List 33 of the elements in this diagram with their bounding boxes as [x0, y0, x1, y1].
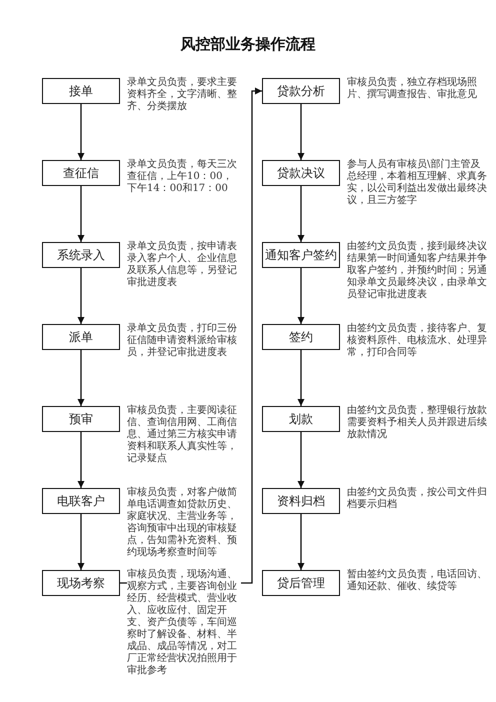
arrow [78, 186, 84, 242]
description-text: 审核员负责，现场沟通、观察方式，主要咨询创业经历、经营模式、营业收入、应收应付、固定开支、资产负债等，车间巡察时了解设备、材料、半成品、成品等情况，对工厂正常经营状况拍照用于审批参考 [127, 569, 241, 677]
arrow [78, 104, 84, 160]
process-box: 查征信 [42, 160, 120, 186]
arrow [78, 350, 84, 406]
arrow [298, 350, 304, 406]
arrow [298, 268, 304, 324]
process-box: 预审 [42, 406, 120, 432]
arrow [298, 186, 304, 242]
description-text: 由签约文员负责，接待客户、复核资料原件、电核流水、处理异常，打印合同等 [347, 323, 489, 359]
process-box: 贷款决议 [262, 160, 340, 186]
process-box: 系统录入 [42, 242, 120, 268]
title: 风控部业务操作流程 [180, 34, 316, 54]
arrow [298, 432, 304, 488]
description-text: 由签约文员负责，接到最终决议结果第一时间通知客户结果并争取客户签约，并预约时间；另通知录单文员最终决议，由录单文员登记审批进度表 [347, 241, 489, 301]
description-text: 由签约文员负责，按公司文件归档要示归档 [347, 487, 489, 511]
arrow [78, 432, 84, 488]
process-box: 划款 [262, 406, 340, 432]
process-box: 派单 [42, 324, 120, 350]
process-box: 电联客户 [42, 488, 120, 514]
process-box: 接单 [42, 78, 120, 104]
description-text: 由签约文员负责，整理银行放款需要资料予相关人员并跟进后续放款情况 [347, 405, 489, 441]
description-text: 参与人员有审核员\部门主管及总经理，本着相互理解、求真务实，以公司利益出发做出最终决议，且三方签字 [347, 159, 489, 207]
arrow [78, 268, 84, 324]
process-box: 通知客户签约 [262, 242, 340, 268]
process-box: 贷后管理 [262, 570, 340, 596]
process-box: 贷款分析 [262, 78, 340, 104]
arrow [298, 514, 304, 570]
arrow [78, 514, 84, 570]
process-box: 现场考察 [42, 570, 120, 596]
arrow [298, 104, 304, 160]
process-box: 资料归档 [262, 488, 340, 514]
process-box: 签约 [262, 324, 340, 350]
